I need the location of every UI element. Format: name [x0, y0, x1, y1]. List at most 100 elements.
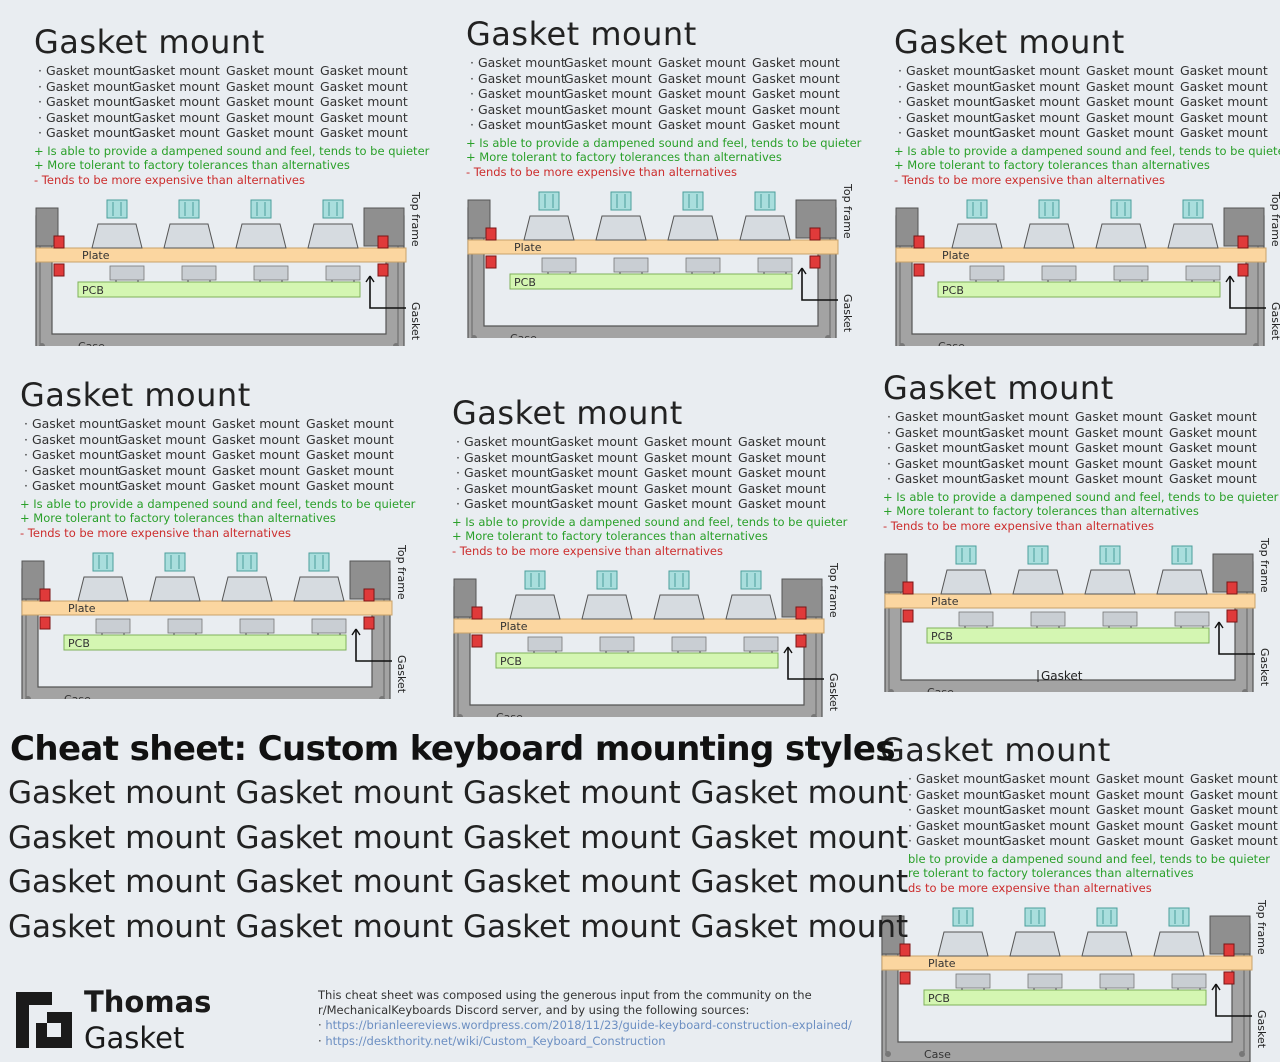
grid-text-item: Gasket mount [1002, 802, 1090, 818]
grid-text-item: · Gasket mount [908, 786, 1004, 802]
con-item: - Tends to be more expensive than altern… [20, 525, 291, 540]
switch-housing [1023, 223, 1075, 249]
gasket-block [39, 616, 51, 630]
grid-text-item: Gasket mount [1002, 771, 1090, 786]
brand-line1: Thomas [84, 985, 212, 1019]
grid-text-item: · Gasket mount [898, 78, 994, 94]
pros-cons-list: + Is able to provide a dampened sound an… [20, 497, 415, 540]
grid-text-item: · Gasket mount [38, 109, 134, 125]
case-label: Case [938, 340, 965, 346]
switch-stem [1171, 545, 1193, 565]
pro-item: + Is able to provide a dampened sound an… [452, 515, 848, 529]
top-frame-right [1223, 207, 1265, 247]
grid-text-item: Gasket mount [644, 496, 732, 512]
large-grid-text-item: Gasket mount [463, 864, 681, 900]
grid-text-item: Gasket mount [981, 440, 1069, 456]
gasket-label: Gasket [841, 294, 854, 333]
switch-stem [668, 570, 690, 590]
pros-cons-list: + Is able to provide a dampened sound an… [452, 515, 847, 558]
switch-housing [149, 576, 201, 602]
con-item: ds to be more expensive than alternative… [908, 880, 1152, 895]
gasket-block [913, 235, 925, 249]
grid-text-item: Gasket mount [118, 462, 206, 478]
grid-text-item: · Gasket mount [898, 94, 994, 110]
plate-label: Plate [931, 595, 959, 608]
top-frame-label: Top frame [1258, 537, 1271, 593]
top-frame-label: Top frame [1269, 191, 1280, 247]
grid-text-item: Gasket mount [1075, 455, 1163, 471]
grid-text-item: · Gasket mount [456, 434, 552, 449]
grid-text-item: Gasket mount [564, 86, 652, 102]
grid-text-item: · Gasket mount [898, 125, 994, 141]
gasket-label: Gasket [1269, 302, 1280, 341]
top-frame-label: Top frame [841, 183, 854, 239]
plate-bar [453, 618, 825, 634]
pro-item: ble to provide a dampened sound and feel… [908, 852, 1270, 866]
pcb-label: PCB [942, 284, 964, 297]
grid-text-item: Gasket mount [1075, 424, 1163, 440]
top-frame-right [363, 207, 405, 247]
grid-text-item: Gasket mount [1180, 78, 1268, 94]
con-item: - Tends to be more expensive than altern… [894, 172, 1165, 187]
grid-text-item: · Gasket mount [470, 70, 566, 86]
grid-text-item: Gasket mount [118, 431, 206, 447]
pro-item: + Is able to provide a dampened sound an… [466, 136, 862, 150]
sources-text-line2: r/MechanicalKeyboards Discord server, an… [318, 1003, 750, 1018]
switch-housing [739, 215, 791, 241]
pro-item: re tolerant to factory tolerances than a… [908, 866, 1194, 881]
grid-text-item: Gasket mount [752, 55, 840, 70]
grid-text-item: Gasket mount [1180, 125, 1268, 141]
grid-text-item: Gasket mount [320, 125, 408, 141]
switch-housing [581, 594, 633, 620]
pcb-bar [923, 989, 1207, 1006]
extra-gasket-label: Gasket [1041, 669, 1083, 683]
source-link-1[interactable]: · https://brianleereviews.wordpress.com/… [318, 1018, 852, 1033]
plate-bar [884, 593, 1256, 609]
panel-title: Gasket mount [894, 26, 1125, 61]
grid-text-item: Gasket mount [738, 434, 826, 449]
grid-text-item: · Gasket mount [38, 78, 134, 94]
gasket-pointer [801, 268, 838, 301]
grid-text-item: · Gasket mount [887, 440, 983, 456]
gasket-block [485, 227, 497, 241]
grid-text-item: Gasket mount [550, 480, 638, 496]
grid-text-item: · Gasket mount [470, 101, 566, 117]
grid-text-item: Gasket mount [738, 480, 826, 496]
pcb-bar [495, 652, 779, 669]
switch-stem [538, 191, 560, 211]
grid-text-item: Gasket mount [564, 101, 652, 117]
pcb-bar [509, 273, 793, 290]
grid-text-item: Gasket mount [226, 125, 314, 141]
grid-text-item: · Gasket mount [470, 86, 566, 102]
pcb-label: PCB [500, 655, 522, 668]
plate-bar [895, 247, 1267, 263]
plate-bar [21, 600, 393, 616]
case-label: Case [510, 332, 537, 338]
switch-stem [952, 907, 974, 927]
switch-stem [106, 199, 128, 219]
pro-item: + Is able to provide a dampened sound an… [34, 144, 430, 158]
switch-housing [1153, 931, 1205, 957]
grid-text-item: · Gasket mount [456, 496, 552, 512]
switch-housing [725, 594, 777, 620]
grid-text-item: Gasket mount [132, 94, 220, 110]
grid-text-item: · Gasket mount [908, 802, 1004, 818]
grid-text-item: Gasket mount [550, 496, 638, 512]
gasket-label: Gasket [1258, 648, 1271, 687]
gasket-block [1226, 581, 1238, 595]
grid-text-item: Gasket mount [644, 465, 732, 481]
grid-text-item: Gasket mount [132, 125, 220, 141]
source-link-2[interactable]: · https://deskthority.net/wiki/Custom_Ke… [318, 1033, 666, 1048]
grid-text-item: Gasket mount [306, 447, 394, 463]
large-grid-text-item: Gasket mount [690, 775, 909, 811]
grid-text-item: Gasket mount [992, 94, 1080, 110]
gasket-pointer [1215, 984, 1252, 1017]
grid-text-item: Gasket mount [1096, 771, 1184, 786]
switch-housing [940, 569, 992, 595]
top-frame-right [1209, 915, 1251, 955]
